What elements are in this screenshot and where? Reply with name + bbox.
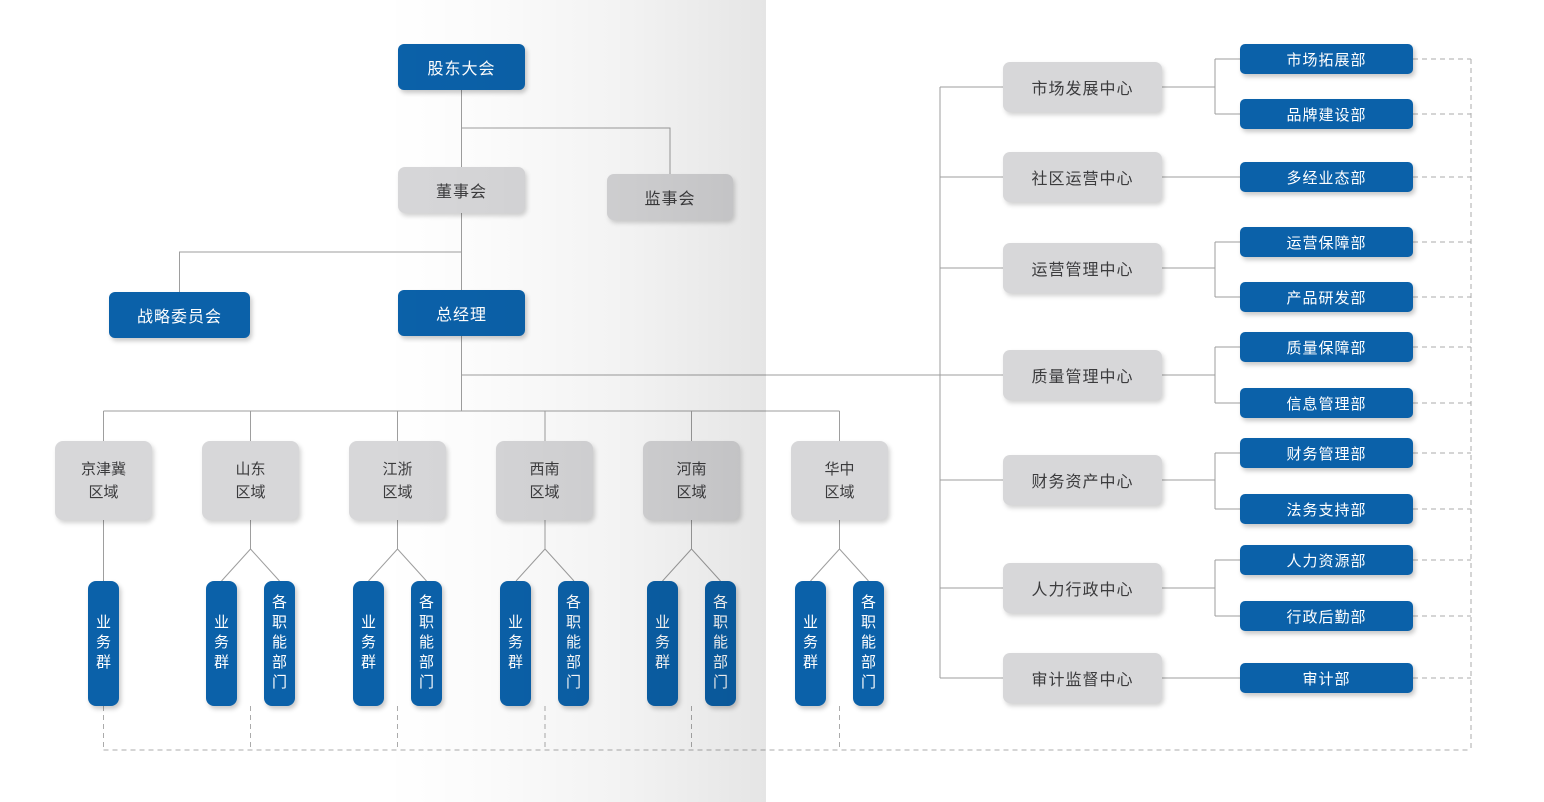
dashed-connectors xyxy=(103,58,1472,751)
node-strategy-committee: 战略委员会 xyxy=(109,292,250,338)
node-center-market-development: 市场发展中心 xyxy=(1003,62,1162,112)
node-dept-quality-assurance: 质量保障部 xyxy=(1240,332,1413,362)
node-region-jingjinji: 京津冀 区域 xyxy=(55,441,152,520)
node-functional-departments: 各职能部门 xyxy=(853,581,884,706)
node-general-manager: 总经理 xyxy=(398,290,525,336)
node-business-group: 业务群 xyxy=(88,581,119,706)
node-shareholders-meeting: 股东大会 xyxy=(398,44,525,90)
node-business-group: 业务群 xyxy=(206,581,237,706)
node-center-quality-management: 质量管理中心 xyxy=(1003,350,1162,400)
node-board-of-directors: 董事会 xyxy=(398,167,525,213)
node-business-group: 业务群 xyxy=(647,581,678,706)
node-business-group: 业务群 xyxy=(500,581,531,706)
node-dept-legal-support: 法务支持部 xyxy=(1240,494,1413,524)
node-functional-departments: 各职能部门 xyxy=(705,581,736,706)
node-dept-product-rd: 产品研发部 xyxy=(1240,282,1413,312)
node-region-huazhong: 华中 区域 xyxy=(791,441,888,520)
node-center-community-operation: 社区运营中心 xyxy=(1003,152,1162,202)
node-dept-brand-building: 品牌建设部 xyxy=(1240,99,1413,129)
solid-connectors xyxy=(103,58,1240,679)
node-center-finance-assets: 财务资产中心 xyxy=(1003,455,1162,505)
node-dept-financial-management: 财务管理部 xyxy=(1240,438,1413,468)
node-dept-audit: 审计部 xyxy=(1240,663,1413,693)
node-business-group: 业务群 xyxy=(795,581,826,706)
node-dept-market-expansion: 市场拓展部 xyxy=(1240,44,1413,74)
node-region-xinan: 西南 区域 xyxy=(496,441,593,520)
node-business-group: 业务群 xyxy=(353,581,384,706)
node-functional-departments: 各职能部门 xyxy=(558,581,589,706)
node-center-audit-supervision: 审计监督中心 xyxy=(1003,653,1162,703)
node-dept-diversified-business: 多经业态部 xyxy=(1240,162,1413,192)
node-region-henan: 河南 区域 xyxy=(643,441,740,520)
node-dept-information-management: 信息管理部 xyxy=(1240,388,1413,418)
node-functional-departments: 各职能部门 xyxy=(264,581,295,706)
node-region-jiangzhe: 江浙 区域 xyxy=(349,441,446,520)
node-region-shandong: 山东 区域 xyxy=(202,441,299,520)
node-supervisory-board: 监事会 xyxy=(607,174,733,220)
node-dept-human-resources: 人力资源部 xyxy=(1240,545,1413,575)
node-center-hr-admin: 人力行政中心 xyxy=(1003,563,1162,613)
node-dept-operation-support: 运营保障部 xyxy=(1240,227,1413,257)
node-center-operation-management: 运营管理中心 xyxy=(1003,243,1162,293)
node-dept-admin-logistics: 行政后勤部 xyxy=(1240,601,1413,631)
node-functional-departments: 各职能部门 xyxy=(411,581,442,706)
